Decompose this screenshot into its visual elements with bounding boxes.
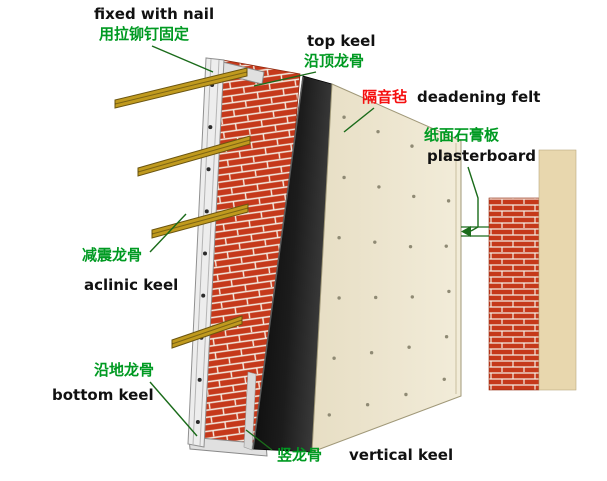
dot (369, 351, 374, 355)
bottom-keel-label-zh: 沿地龙骨 (94, 361, 155, 379)
dot (374, 295, 378, 300)
dot (444, 244, 448, 248)
aclinic-keel-label-zh: 减震龙骨 (82, 246, 143, 264)
plasterboard-panel (311, 83, 462, 453)
dot (377, 185, 381, 189)
plasterboard-arrowhead (461, 226, 471, 237)
dot (332, 356, 336, 360)
leader-top-keel (253, 71, 317, 87)
dot (404, 392, 408, 397)
dot (337, 296, 341, 300)
plasterboard-label-en: plasterboard (427, 147, 536, 165)
leader-bottom-keel (149, 381, 198, 437)
leader-vertical-keel (245, 429, 273, 451)
bar-shade-line (171, 319, 243, 345)
leader-deadening-felt (343, 107, 375, 133)
fixed-with-nail-label-en: fixed with nail (94, 5, 215, 23)
plasterboard-label-zh: 纸面石膏板 (424, 126, 500, 144)
dot (365, 403, 370, 407)
dot (446, 199, 451, 203)
bar-shade-line (114, 71, 248, 105)
fixed-with-nail-label-zh: 用拉铆钉固定 (99, 25, 190, 43)
bottom-keel-piece (188, 436, 268, 457)
vertical-keel-label-en: vertical keel (349, 446, 454, 464)
dot (201, 293, 206, 298)
dot (410, 295, 415, 299)
dot (206, 167, 211, 172)
dot (412, 194, 416, 199)
resilient-bar-1 (114, 67, 248, 109)
resilient-bar-4 (171, 315, 243, 349)
dot (337, 236, 341, 240)
dot (195, 419, 200, 424)
dot (442, 377, 446, 381)
aclinic-keel-label-en: aclinic keel (84, 276, 179, 294)
dot (197, 377, 202, 382)
bottom-keel-label-en: bottom keel (52, 386, 154, 404)
leader-fixed-with-nail (151, 45, 214, 73)
dot (342, 175, 346, 180)
dot (408, 244, 413, 249)
resilient-bars (114, 67, 251, 349)
dot (203, 251, 207, 256)
dot (444, 334, 449, 339)
felt-edge-highlight (252, 76, 304, 450)
bar-shade-line (137, 139, 251, 173)
top-keel-label-zh: 沿顶龙骨 (304, 52, 365, 70)
resilient-bar-3 (151, 203, 249, 239)
deadening-felt-label: 隔音毡 deadening felt (362, 88, 540, 106)
bar-shade-line (151, 207, 249, 235)
deadening-felt-label-en: deadening felt (417, 88, 541, 106)
dot (410, 144, 414, 148)
vertical-keel-label-zh: 竖龙骨 (277, 446, 323, 464)
top-keel-label-en: top keel (307, 32, 376, 50)
deadening-felt-label-zh: 隔音毡 (362, 88, 408, 106)
dot (208, 125, 213, 130)
right-plaster-layer (538, 149, 577, 391)
dot (447, 289, 451, 294)
plasterboard-screw-dots (327, 115, 451, 417)
dot (376, 129, 380, 134)
dot (444, 153, 448, 158)
stud-groove-line (199, 59, 220, 447)
stud-groove-line (192, 58, 212, 446)
leader-aclinic-keel (149, 213, 187, 253)
right-brick-wall (488, 197, 540, 391)
resilient-bar-2 (137, 135, 251, 177)
dot (407, 345, 411, 349)
dot (373, 240, 377, 244)
leader-plasterboard (467, 166, 479, 232)
dot (327, 413, 331, 417)
leader-lines (149, 45, 479, 451)
dot (342, 115, 346, 119)
dot (204, 209, 209, 214)
